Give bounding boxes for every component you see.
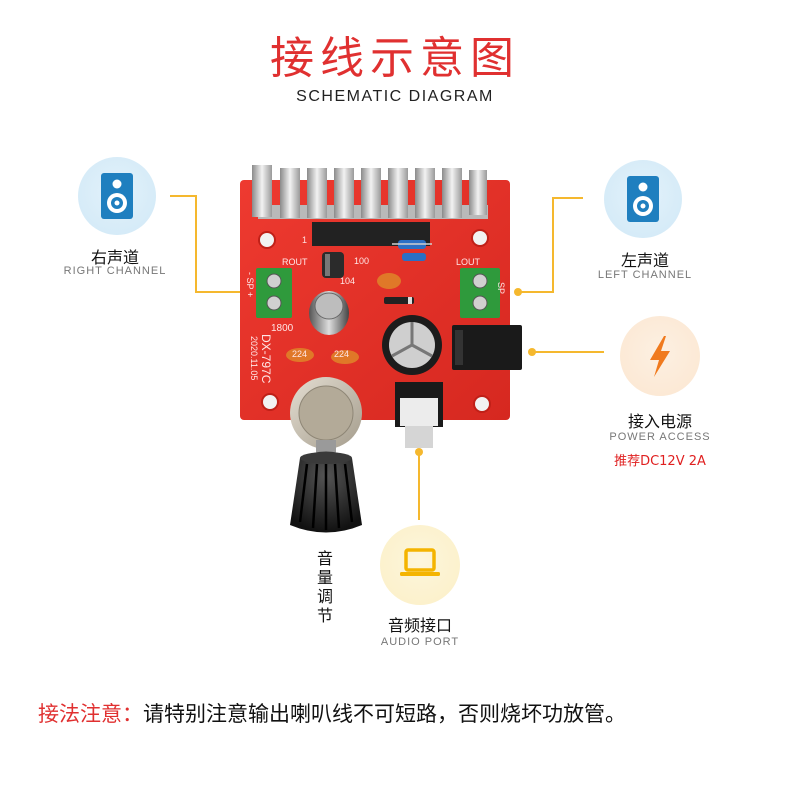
label-rout: ROUT [282,257,308,267]
left-channel-icon-circle [604,160,682,238]
audio-jack [395,382,443,448]
small-capacitors [286,252,401,364]
label-224a: 224 [292,349,307,359]
power-label-en: POWER ACCESS [609,431,711,443]
terminal-block-right-channel [256,268,292,318]
pin1-label: 1 [302,235,307,245]
label-lout: LOUT [456,257,481,267]
large-capacitor-right [382,315,442,375]
label-224b: 224 [334,349,349,359]
label-sp-left: - SP + [245,272,255,297]
volume-potentiometer [290,377,362,533]
power-recommend: 推荐DC12V 2A [614,454,706,469]
volume-char: 量 [316,568,333,587]
lightning-icon [650,336,670,377]
power-icon-circle [620,316,700,396]
board-model: DX-797C [259,334,273,384]
terminal-block-left-channel [460,268,500,318]
label-1800: 1800 [271,323,294,334]
dc-jack [452,325,522,370]
right-channel-icon-circle [78,157,156,235]
left-channel-label-en: LEFT CHANNEL [597,269,693,281]
audio-label-en: AUDIO PORT [380,636,460,648]
label-104: 104 [340,276,355,286]
page-title: 接线示意图 [270,33,520,84]
right-channel-label-en: RIGHT CHANNEL [63,265,167,277]
resistors [392,240,432,261]
left-channel-label: 左声道 [620,251,669,270]
volume-char: 节 [316,606,333,625]
wiring-note: 接法注意：请特别注意输出喇叭线不可短路，否则烧坏功放管。 [38,698,626,728]
label-100: 100 [354,256,369,266]
right-channel-label: 右声道 [90,248,139,267]
power-label: 接入电源 [627,412,692,431]
dot-audio [415,448,423,456]
volume-label: 音 量 调 节 [315,549,335,625]
volume-char: 音 [316,549,333,568]
speaker-icon [627,176,659,222]
audio-icon-circle [380,525,460,605]
heatsink [252,165,488,246]
speaker-icon [101,173,133,219]
dot-power [528,348,536,356]
laptop-icon [400,548,440,576]
dot-left-channel [514,288,522,296]
large-capacitor-left [309,291,349,335]
leader-left-channel [518,197,583,293]
diode [384,297,414,304]
board-date: 2020.11.05 [249,336,259,380]
wiring-note-lead: 接法注意： [38,702,143,726]
leader-right-channel [170,195,250,293]
wiring-note-body: 请特别注意输出喇叭线不可短路，否则烧坏功放管。 [143,702,626,726]
audio-label: 音频接口 [387,616,452,635]
volume-char: 调 [316,587,333,606]
page-subtitle: SCHEMATIC DIAGRAM [296,88,494,105]
mounting-holes [258,229,491,413]
label-sp-right: SP [496,282,506,294]
